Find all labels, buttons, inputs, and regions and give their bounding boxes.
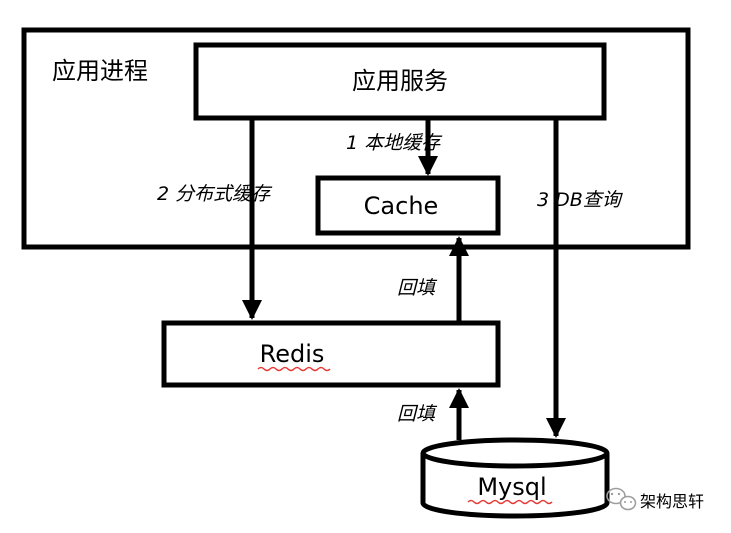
step-local-cache-label: 1 本地缓存 xyxy=(346,132,443,154)
cache-label: Cache xyxy=(364,192,439,220)
redis-box xyxy=(161,320,501,388)
app-service-label: 应用服务 xyxy=(352,67,448,95)
redis-label: Redis xyxy=(260,340,325,368)
app-service-box xyxy=(193,42,607,121)
app-process-label: 应用进程 xyxy=(52,57,148,85)
cache-box xyxy=(315,175,501,236)
step-distributed-cache-label: 2 分布式缓存 xyxy=(157,183,273,205)
wechat-icon xyxy=(606,487,637,511)
backfill-lower-label: 回填 xyxy=(397,403,438,425)
mysql-label: Mysql xyxy=(477,473,546,501)
step-db-query-label: 3 DB查询 xyxy=(537,189,624,211)
watermark-text: 架构思轩 xyxy=(640,492,704,511)
mysql-spellcheck-underline xyxy=(467,499,553,505)
mysql-cylinder xyxy=(420,437,610,519)
redis-spellcheck-underline xyxy=(257,366,331,372)
app-process-box xyxy=(21,27,691,250)
backfill-upper-label: 回填 xyxy=(397,277,438,299)
